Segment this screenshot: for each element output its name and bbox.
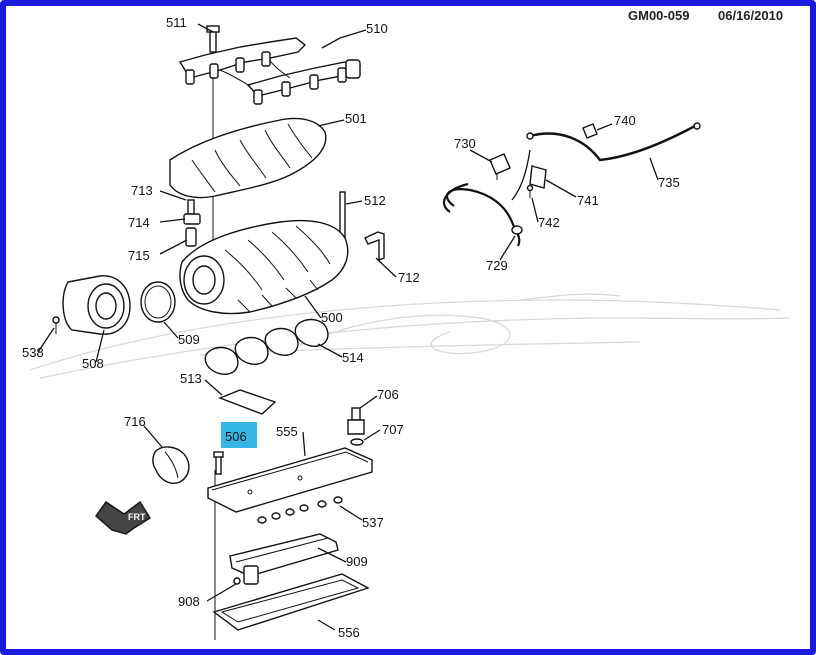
- callout-537: 537: [362, 515, 384, 530]
- front-arrow-text: FRT: [128, 512, 146, 522]
- callout-513: 513: [180, 371, 202, 386]
- callout-712: 712: [398, 270, 420, 285]
- part-hose: [152, 446, 190, 484]
- part-fuel-rail: [178, 37, 362, 105]
- callout-labels: 511 510 501 713 714 715 512 712 500 509 …: [22, 15, 680, 640]
- part-seals: [257, 496, 343, 524]
- part-clip: [582, 123, 598, 139]
- part-stud: [339, 191, 346, 239]
- part-sensor-assembly: [183, 199, 201, 247]
- callout-715: 715: [128, 248, 150, 263]
- part-oil-pressure-sensor: [347, 407, 365, 435]
- part-o-ring: [350, 438, 364, 446]
- callout-741: 741: [577, 193, 599, 208]
- part-throttle-body: [62, 275, 131, 335]
- diagram-date: 06/16/2010: [718, 8, 783, 23]
- part-valley-cover: [207, 447, 373, 513]
- callout-740: 740: [614, 113, 636, 128]
- callout-729: 729: [486, 258, 508, 273]
- part-throttle-bolt: [52, 316, 60, 334]
- diagram-code: GM00-059: [628, 8, 689, 23]
- callout-511: 511: [166, 15, 187, 30]
- callout-908: 908: [178, 594, 200, 609]
- part-throttle-seal: [140, 281, 176, 323]
- callout-538: 538: [22, 345, 44, 360]
- part-oil-pan-gasket: [212, 573, 370, 631]
- part-baffle-bolt: [233, 577, 241, 585]
- callout-713: 713: [131, 183, 153, 198]
- callout-leaders: [37, 23, 659, 631]
- part-730-sensor: [489, 153, 511, 180]
- callout-714: 714: [128, 215, 150, 230]
- callout-707: 707: [382, 422, 404, 437]
- callout-501: 501: [345, 111, 367, 126]
- callout-716: 716: [124, 414, 146, 429]
- part-cover-plate: [218, 389, 277, 415]
- part-tube: [526, 122, 701, 162]
- callout-514: 514: [342, 350, 364, 365]
- part-oil-baffle: [229, 533, 339, 585]
- callout-730: 730: [454, 136, 476, 151]
- callout-506-highlight: [221, 422, 257, 448]
- part-engine-cover: [169, 117, 327, 199]
- front-direction-arrow: FRT: [95, 500, 151, 535]
- part-intake-gaskets: [204, 318, 329, 375]
- callout-506: 506: [225, 429, 247, 444]
- part-valley-bolt: [213, 451, 224, 475]
- callout-500: 500: [321, 310, 343, 325]
- part-bracket-741: [529, 165, 547, 189]
- callout-508: 508: [82, 356, 104, 371]
- part-bolt-742: [526, 184, 534, 198]
- part-bracket: [364, 231, 385, 262]
- callout-742: 742: [538, 215, 560, 230]
- callout-735: 735: [658, 175, 680, 190]
- callout-706: 706: [377, 387, 399, 402]
- exploded-parts-diagram: GM00-059 06/16/2010: [22, 8, 791, 640]
- callout-510: 510: [366, 21, 388, 36]
- callout-556: 556: [338, 625, 360, 640]
- callout-512: 512: [364, 193, 386, 208]
- part-hose-assembly: [442, 149, 531, 247]
- callout-555: 555: [276, 424, 298, 439]
- diagram-header: GM00-059 06/16/2010: [628, 8, 783, 23]
- callout-909: 909: [346, 554, 368, 569]
- part-intake-manifold: [179, 219, 349, 315]
- callout-509: 509: [178, 332, 200, 347]
